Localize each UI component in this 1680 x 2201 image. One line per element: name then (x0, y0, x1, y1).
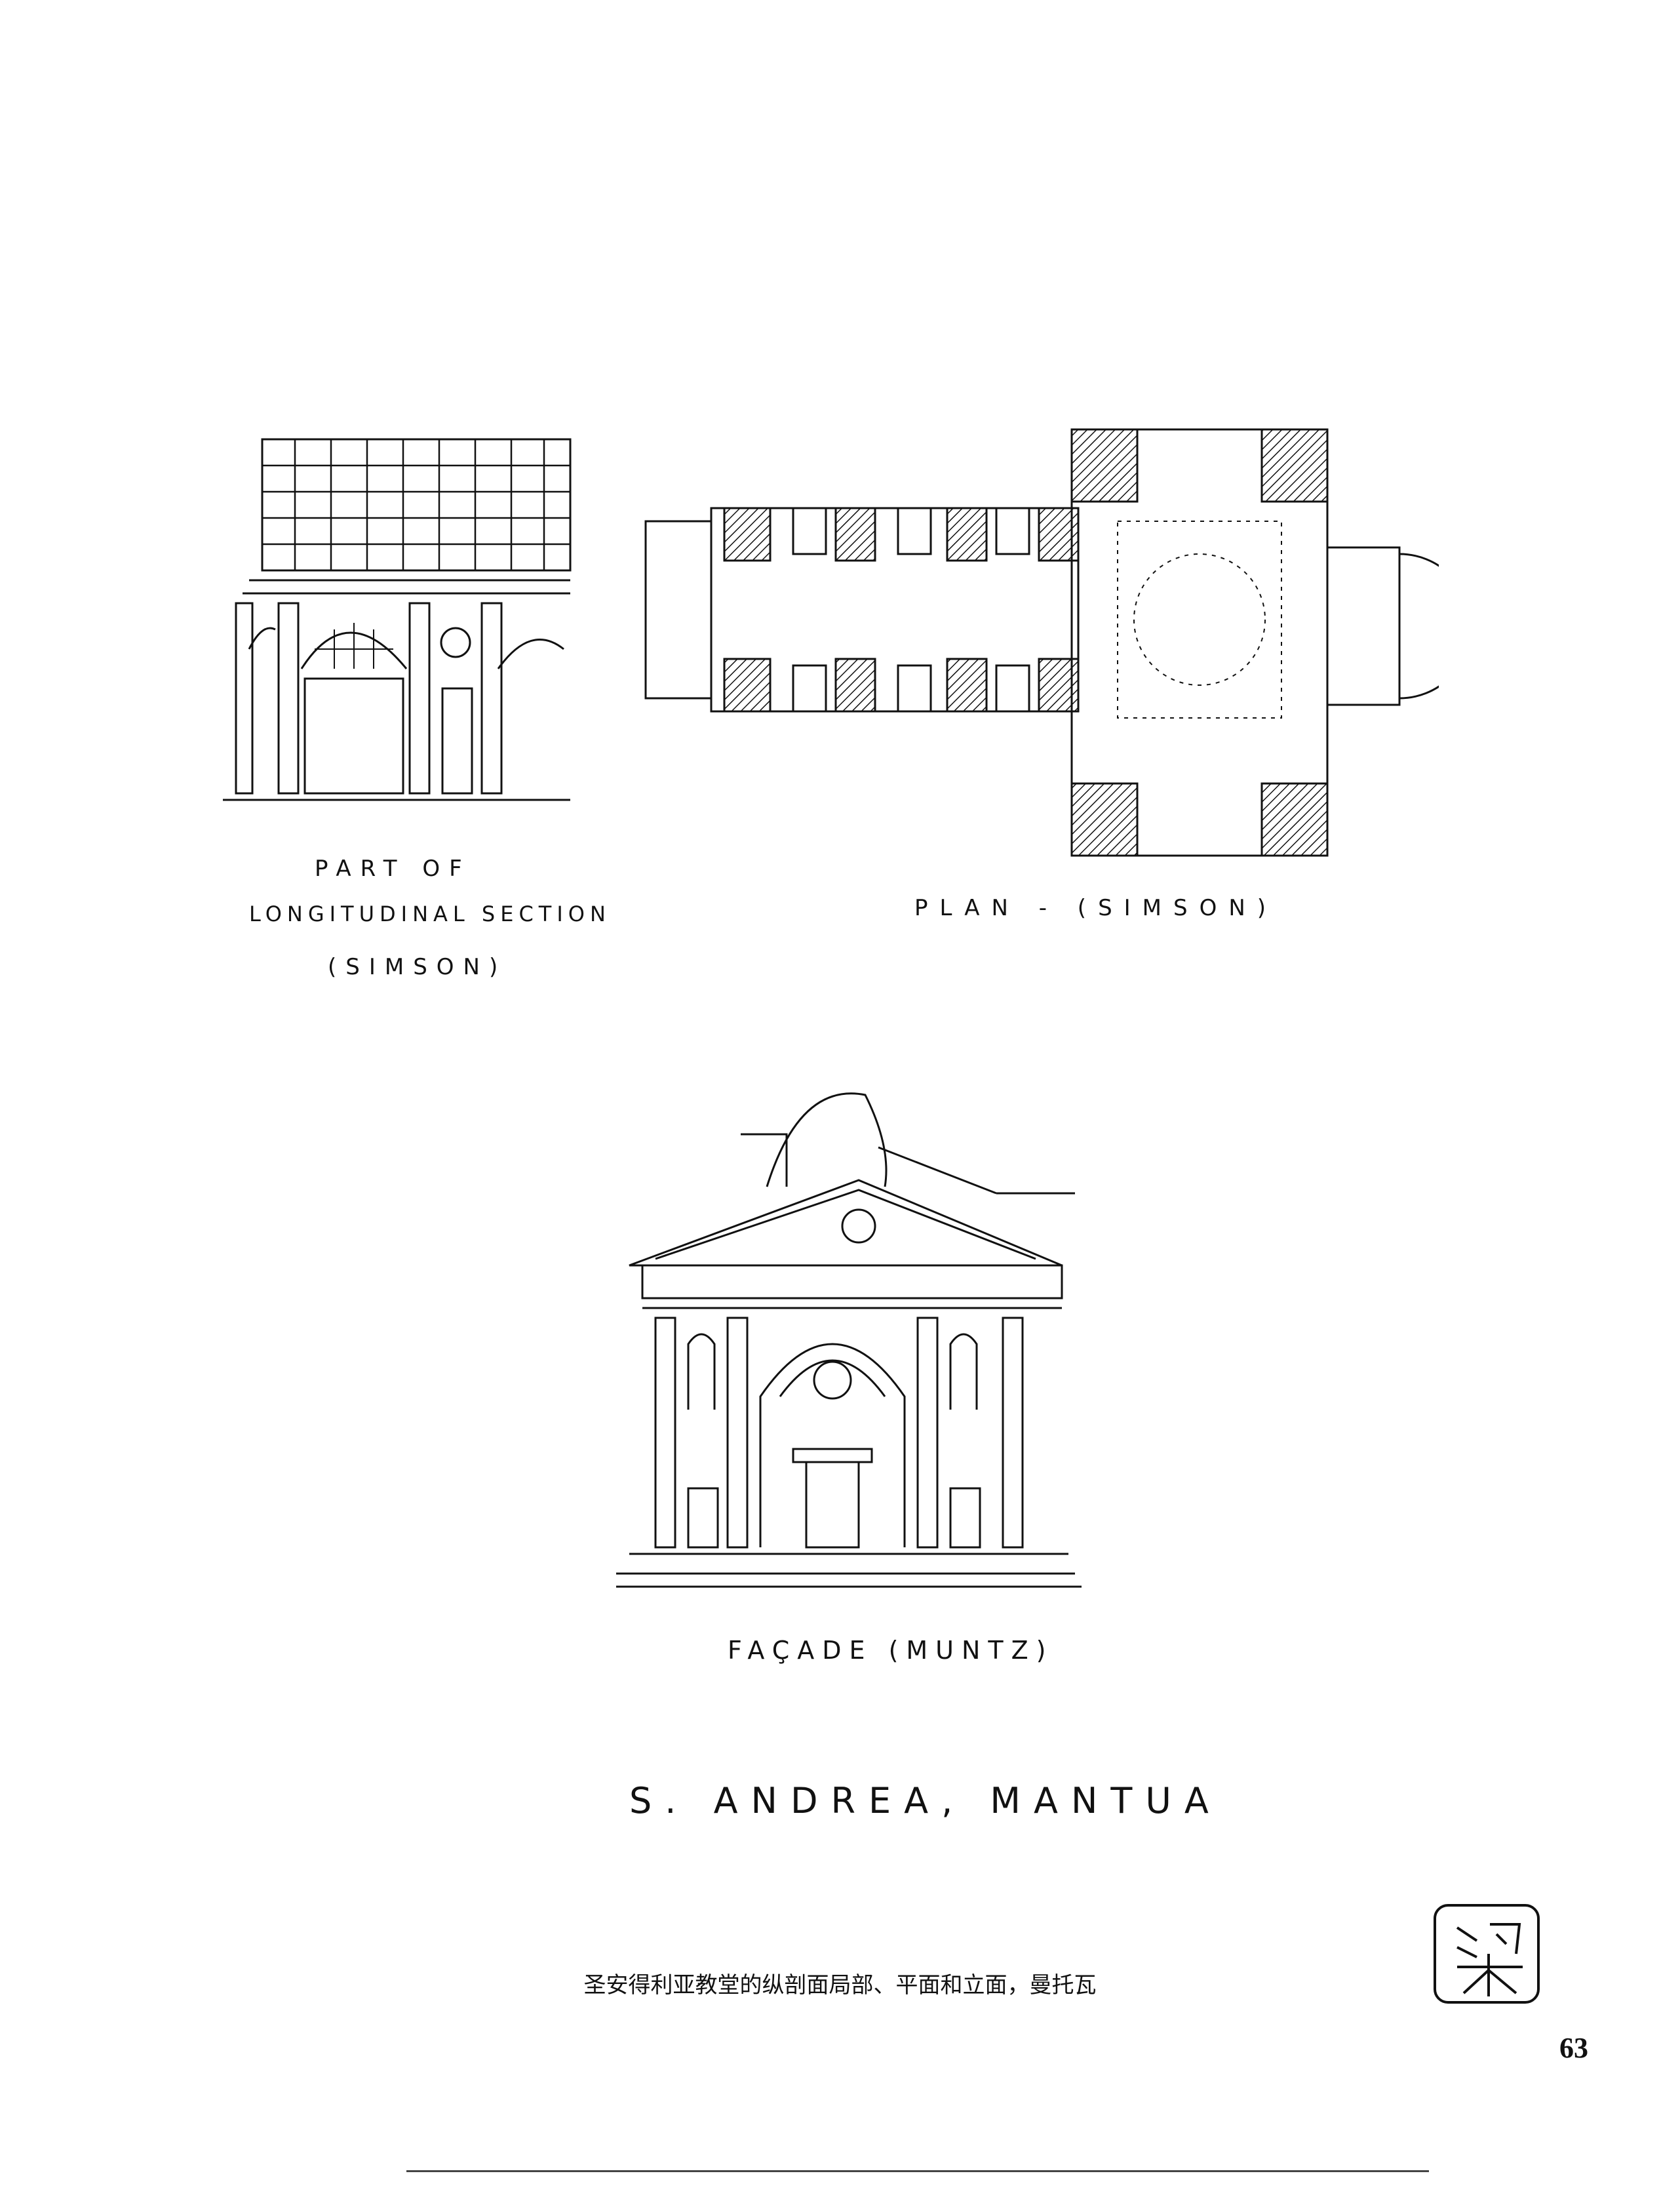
chinese-caption: 圣安得利亚教堂的纵剖面局部、平面和立面，曼托瓦 (583, 1972, 1097, 1998)
longitudinal-section-drawing (223, 433, 577, 813)
section-label-line1: PART OF (315, 856, 471, 882)
liang-seal-icon (1431, 1901, 1542, 2006)
section-label-line2: LONGITUDINAL SECTION (249, 902, 611, 926)
facade-label: FAÇADE (MUNTZ) (728, 1636, 1054, 1665)
plan-label: PLAN - (SIMSON) (914, 895, 1278, 921)
drawing-title: S. ANDREA, MANTUA (629, 1780, 1222, 1821)
page-number: 63 (1559, 2032, 1588, 2064)
plan-drawing (639, 423, 1439, 862)
facade-drawing (616, 1069, 1114, 1606)
section-label-line3: (SIMSON) (328, 954, 507, 980)
bottom-rule (406, 2170, 1429, 2172)
